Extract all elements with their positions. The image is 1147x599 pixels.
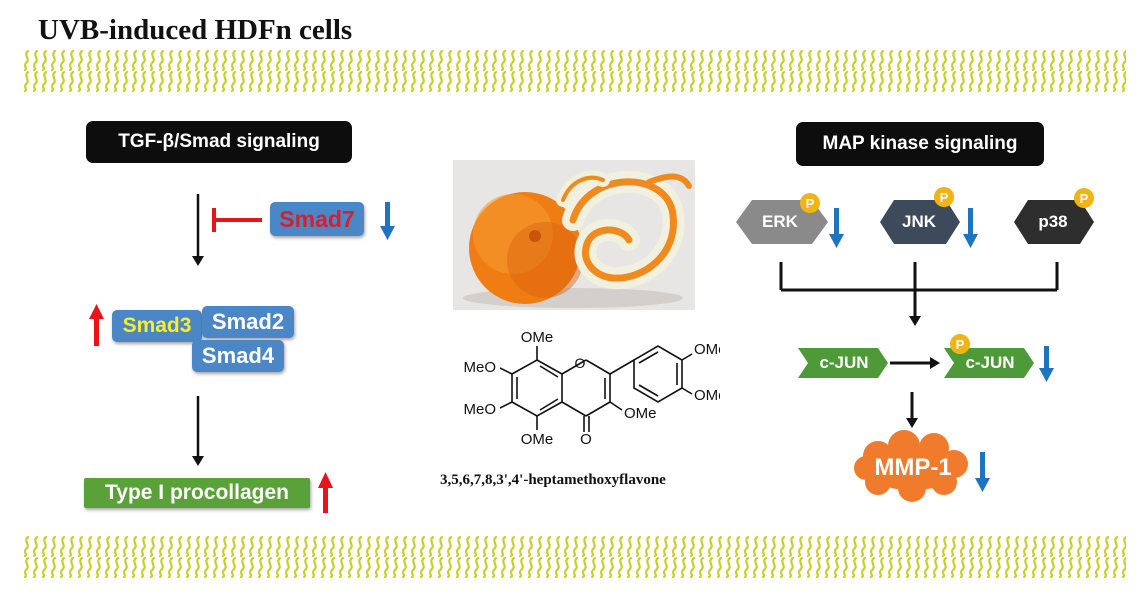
p38-phospho-badge: P — [1074, 188, 1094, 208]
decorative-band-top — [22, 50, 1126, 92]
jnk-phospho-badge: P — [934, 187, 954, 207]
type-i-procollagen-box: Type I procollagen — [84, 478, 310, 508]
p38-label: p38 — [1038, 212, 1068, 231]
mmp1-down-arrow — [975, 452, 990, 492]
compound-name: 3,5,6,7,8,3',4'-heptamethoxyflavone — [440, 472, 666, 488]
tgf-smad-header: TGF-β/Smad signaling — [86, 121, 352, 163]
cjun-phospho-node — [944, 348, 1034, 378]
procollagen-up-arrow — [318, 472, 333, 513]
ome-5-label: OMe — [521, 431, 554, 448]
cjun-down-arrow — [1039, 346, 1054, 382]
page-title: UVB-induced HDFn cells — [38, 14, 353, 46]
cjun-phospho-label: c-JUN — [965, 353, 1015, 372]
erk-down-arrow — [829, 208, 844, 248]
mmp1-label: MMP-1 — [874, 454, 952, 481]
smad2-box: Smad2 — [202, 306, 294, 338]
orange-peel-image — [453, 160, 695, 310]
jnk-label: JNK — [901, 212, 936, 231]
erk-phospho-badge: P — [800, 193, 820, 213]
ome-4prime-label: OMe — [694, 341, 720, 358]
smad3-box: Smad3 — [112, 310, 202, 342]
ome-8-label: OMe — [521, 329, 554, 346]
decorative-band-bottom — [22, 536, 1126, 578]
cjun-label: c-JUN — [819, 353, 869, 372]
heptamethoxyflavone-structure: OMe O MeO MeO OMe O OMe OMe OMe — [463, 329, 720, 448]
carbonyl-o-label: O — [580, 431, 592, 448]
mmp1-cloud — [854, 430, 968, 502]
cjun-phospho-badge: P — [950, 334, 970, 354]
smad4-box: Smad4 — [192, 340, 284, 372]
map-kinase-header: MAP kinase signaling — [796, 122, 1044, 166]
kinase-convergence — [779, 262, 1059, 318]
jnk-down-arrow — [963, 208, 978, 248]
meo-7-label: MeO — [463, 359, 496, 376]
ome-3prime-label: OMe — [694, 387, 720, 404]
smad3-up-arrow — [89, 304, 104, 346]
meo-6-label: MeO — [463, 401, 496, 418]
ring-o-label: O — [575, 355, 586, 371]
p38-node — [1014, 200, 1094, 244]
erk-label: ERK — [762, 212, 798, 231]
smad7-box: Smad7 — [270, 202, 364, 236]
smad7-down-arrow — [380, 202, 395, 240]
ome-3-label: OMe — [624, 405, 657, 422]
cjun-node — [798, 348, 888, 378]
jnk-node — [880, 200, 960, 244]
